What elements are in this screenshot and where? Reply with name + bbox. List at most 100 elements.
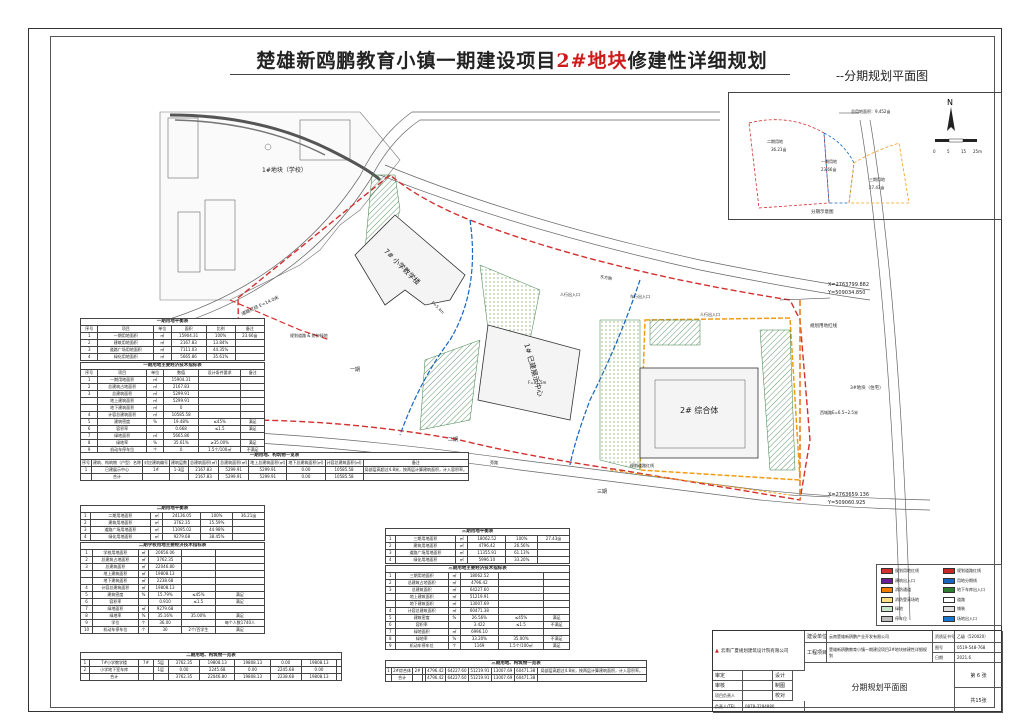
table1-h: 单位 — [153, 325, 172, 333]
table9-title: 三期用地、构筑物一览表 — [385, 660, 647, 668]
legend-item: 绿地 — [881, 606, 903, 612]
phone-label: 负责人/TEL — [713, 701, 743, 713]
label-phase-3: 三期 — [597, 489, 608, 495]
drawing-title: 楚雄新鸥鹏教育小镇一期建设项目2#地块修建性详细规划 — [0, 46, 1024, 73]
legend-label: 地下车库出入口 — [957, 587, 985, 592]
signature-1 — [743, 671, 773, 681]
building-2-inner-outline — [654, 379, 746, 449]
title-part-b: 2#地块 — [556, 50, 628, 72]
table1-title: 一期用地平衡表 — [80, 318, 265, 326]
table6-title: 二期用地、构筑物一览表 — [80, 652, 342, 660]
coord-leader-top — [779, 297, 831, 301]
legend-item: 消防通道 — [881, 587, 911, 593]
svg-text:N: N — [947, 98, 953, 107]
table3-title: 一期用地、构筑物一览表 — [80, 452, 469, 460]
inset-caption: 分期示意图 — [811, 210, 834, 215]
building-7-footprint — [354, 214, 466, 306]
company-box: ▲ 云南广夏规划建筑设计院有限公司 — [713, 631, 805, 671]
legend-label: 绿地 — [895, 606, 903, 611]
date-label: 日期 — [933, 653, 955, 663]
title-block: ▲ 云南广夏规划建筑设计院有限公司 建设单位 云南楚雄新鸥鹏产业开发有限公司 资… — [712, 630, 1003, 713]
table1-h: 面积 — [170, 325, 207, 333]
legend-label: 消防登高场地 — [895, 596, 919, 602]
table1-h: 比例 — [205, 325, 236, 333]
green-areas — [364, 174, 796, 471]
label-building-2: 2# 综合体 — [680, 406, 719, 415]
legend-swatch-icon — [881, 596, 893, 603]
inset-drawing — [748, 112, 910, 209]
inset-total-area: 总用地面积：9,452亩 — [851, 109, 891, 114]
project-label: 工程项目 — [805, 643, 827, 663]
plot-1-school — [159, 111, 401, 301]
role-check: 校对 — [773, 691, 793, 701]
table1-h: 项目 — [97, 325, 155, 333]
legend-label: 消防通道 — [895, 587, 911, 592]
legend-label: 规划道路红线 — [957, 568, 981, 573]
label-road-west: 旁路 — [490, 460, 498, 465]
legend-label: 规划用地红线 — [895, 568, 919, 573]
legend-swatch-icon — [881, 606, 893, 612]
coord-bottom-y: Y=509060.925 — [828, 500, 866, 506]
inset-phase2-area: 36.21亩 — [771, 147, 787, 152]
legend-label: 铺装 — [957, 606, 965, 611]
drawing-no-label: 图号 — [933, 643, 955, 653]
signature-2 — [743, 681, 773, 691]
phase-inset: 总用地面积：9,452亩 二期用地 36.21亩 一期用地 23.66亩 三期用… — [728, 92, 1002, 220]
legend-item: 场地出入口 — [943, 615, 977, 622]
legend-label: 用地分期线 — [957, 577, 977, 583]
label-building-1-floors: F=11.5m — [528, 380, 547, 385]
inset-phase3-label: 三期用地 — [869, 177, 885, 182]
client-value: 云南楚雄新鸥鹏产业开发有限公司 — [827, 631, 933, 643]
label-entry-vehicle: 车行出入口 — [630, 294, 650, 299]
table8-title: 三期用地主要经济技术指标表 — [385, 565, 570, 573]
label-phase-2: 二期 — [448, 437, 459, 443]
cert-value: 乙级（520020） — [955, 631, 1003, 643]
legend-swatch-icon — [881, 587, 893, 593]
table2-title: 一期用地主要经济技术指标表 — [80, 362, 265, 370]
cert-label: 资质证书号 — [933, 631, 955, 643]
project-value: 楚雄新鸥鹏教育小镇一期建设项目2#地块修建性详细规划 — [827, 643, 933, 663]
phone-value: 0878-3284880 — [743, 701, 805, 713]
legend-swatch-icon — [943, 596, 955, 603]
legend-swatch-icon — [943, 568, 955, 574]
legend-label: 道路 — [957, 596, 965, 602]
road-network — [159, 111, 931, 621]
coord-top-x: X=2763799.882 — [828, 282, 870, 288]
legend-item: 建筑出入口 — [881, 577, 915, 584]
legend-label: 停车位 — [895, 615, 907, 621]
site-redline — [237, 174, 811, 501]
legend-item: 道路 — [943, 596, 965, 603]
table1-h: 序号 — [79, 325, 99, 333]
legend-swatch-icon — [943, 577, 955, 584]
legend: 规划用地红线 规划道路红线建筑出入口 用地分期线消防通道 地下车库出入口消防登高场地 道… — [876, 564, 1002, 626]
phase-3-boundary — [609, 469, 791, 496]
